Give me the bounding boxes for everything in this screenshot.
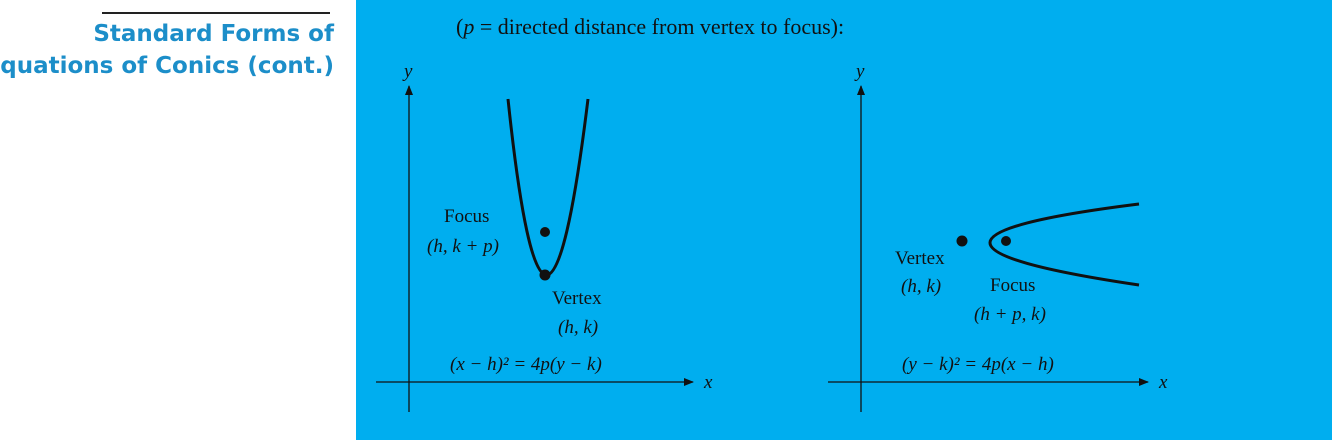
left-y-label: y	[402, 61, 413, 82]
left-vertex-point	[539, 269, 551, 281]
heading-line-1: Standard Forms of	[93, 21, 334, 47]
right-y-label: y	[854, 61, 865, 82]
parabola-diagrams: y x Focus (h, k + p) Vertex (h, k) (x − …	[376, 61, 1168, 412]
right-parabola-curve	[988, 202, 1140, 287]
intro-text: (p = directed distance from vertex to fo…	[456, 14, 845, 39]
right-vertex-label: Vertex	[895, 248, 945, 269]
left-vertex-coords: (h, k)	[558, 317, 598, 338]
left-focus-label: Focus	[444, 206, 489, 227]
left-equation: (x − h)² = 4p(y − k)	[450, 354, 602, 375]
intro-p-symbol: p	[463, 14, 475, 39]
conics-panel: (p = directed distance from vertex to fo…	[356, 0, 1332, 440]
left-graph: y x Focus (h, k + p) Vertex (h, k) (x − …	[376, 61, 713, 412]
left-focus-point	[540, 227, 550, 237]
right-vertex-point	[956, 235, 968, 247]
right-focus-point	[1001, 236, 1011, 246]
right-focus-label: Focus	[990, 275, 1035, 296]
right-x-label: x	[1158, 372, 1168, 393]
right-vertex-coords: (h, k)	[901, 276, 941, 297]
right-equation: (y − k)² = 4p(x − h)	[902, 354, 1054, 375]
sidebar-rule	[102, 12, 330, 14]
sidebar-heading: Standard Forms of Equations of Conics (c…	[0, 18, 334, 82]
left-focus-coords: (h, k + p)	[427, 236, 499, 257]
heading-line-2: Equations of Conics (cont.)	[0, 53, 334, 79]
right-focus-coords: (h + p, k)	[974, 304, 1046, 325]
left-parabola-curve	[506, 98, 590, 277]
left-vertex-label: Vertex	[552, 288, 602, 309]
right-graph: y x Vertex (h, k) Focus (h + p, k) (y − …	[828, 61, 1168, 412]
left-x-label: x	[703, 372, 713, 393]
